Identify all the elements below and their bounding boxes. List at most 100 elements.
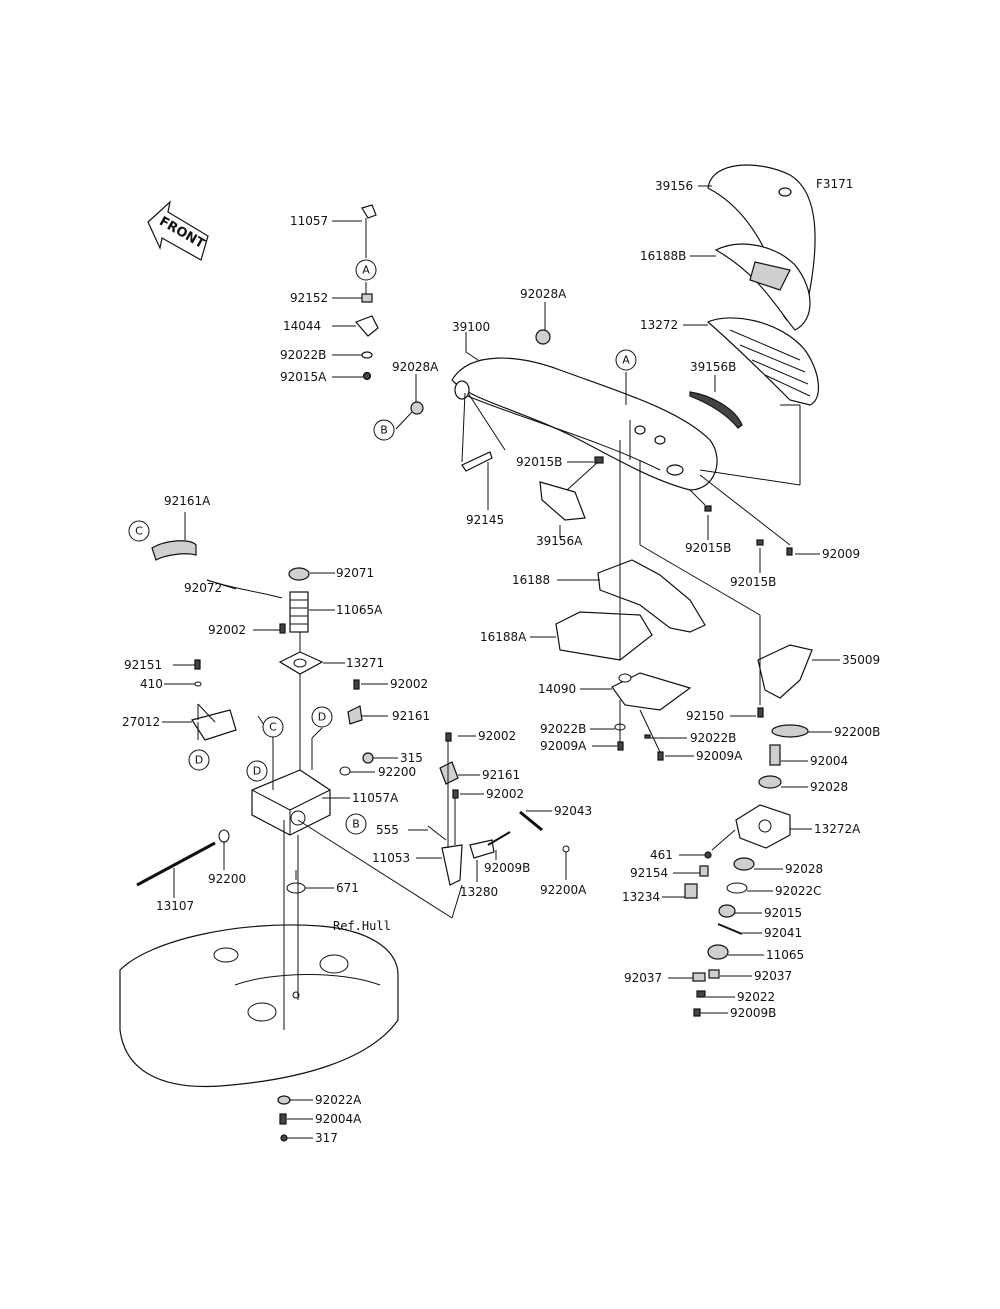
part-label: 39156B — [690, 360, 736, 374]
part-label: 11057 — [290, 214, 328, 228]
part-label: 92002 — [208, 623, 246, 637]
grommet-11065 — [707, 944, 729, 960]
latch-14044 — [354, 315, 379, 337]
clip-92015b-1 — [594, 456, 604, 464]
part-label: 92200 — [378, 765, 416, 779]
hull-port-1 — [319, 954, 349, 974]
part-label: 461 — [650, 848, 673, 862]
deck-39100-edge — [464, 394, 661, 471]
bolt-92009 — [786, 547, 793, 556]
bracket-27012 — [191, 709, 237, 741]
svg-text:D: D — [195, 754, 203, 767]
part-label: 410 — [140, 677, 163, 691]
clip-92161-left — [347, 705, 363, 725]
ref-hull-label: Ref.Hull — [333, 919, 391, 933]
pin-92145 — [461, 451, 493, 472]
pad-16188b-insert — [749, 261, 791, 291]
part-label: 92161 — [392, 709, 430, 723]
part-label: 92015B — [730, 575, 776, 589]
callout-c-left: C — [128, 520, 150, 542]
part-label: 13272 — [640, 318, 678, 332]
washer-92022a — [277, 1095, 291, 1105]
callout-d-box-side: D — [246, 760, 268, 782]
bolt-13107 — [136, 841, 216, 887]
grommet-92028a-left — [410, 401, 424, 415]
hull-port-2 — [247, 1002, 277, 1022]
svg-text:A: A — [622, 354, 630, 367]
clamp-92037-right — [708, 969, 720, 979]
part-label: 92022A — [315, 1093, 362, 1107]
washer-92022b-small — [644, 734, 651, 739]
wire-555 — [427, 825, 447, 841]
part-label: 92145 — [466, 513, 504, 527]
part-label: 92071 — [336, 566, 374, 580]
part-label: 11057A — [352, 791, 399, 805]
part-label: 92150 — [686, 709, 724, 723]
bracket-11053 — [441, 844, 463, 886]
front-arrow-icon: FRONT — [147, 200, 209, 261]
part-label: 92022B — [280, 348, 326, 362]
oring-671 — [286, 882, 306, 894]
part-label: 92004 — [810, 754, 848, 768]
clip-92015b-2 — [704, 505, 712, 512]
part-label: 92009A — [696, 749, 743, 763]
part-label: 27012 — [122, 715, 160, 729]
part-label: 92028 — [810, 780, 848, 794]
rod-92043 — [519, 810, 543, 832]
oring-461 — [704, 851, 712, 859]
callout-b-box: B — [345, 813, 367, 835]
washer-92022-bottom — [696, 990, 706, 998]
deck-39100-hole-2 — [654, 435, 666, 445]
part-label: 39100 — [452, 320, 490, 334]
part-label: 92002 — [390, 677, 428, 691]
part-label: 92200 — [208, 872, 246, 886]
part-label: 35009 — [842, 653, 880, 667]
svg-text:C: C — [135, 525, 143, 538]
washer-92022c — [726, 882, 748, 894]
cushion-92161a — [151, 540, 197, 561]
callout-b-deck: B — [373, 419, 395, 441]
part-label: 92041 — [764, 926, 802, 940]
part-label: 315 — [400, 751, 423, 765]
part-label: 92151 — [124, 658, 162, 672]
part-label: 92002 — [478, 729, 516, 743]
callout-a-top: A — [355, 259, 377, 281]
bolt-92041 — [717, 923, 743, 935]
panel-16188a — [555, 611, 653, 661]
leader-lines — [162, 185, 840, 1139]
part-label: 92072 — [184, 581, 222, 595]
svg-text:A: A — [362, 264, 370, 277]
clip-92161-right — [439, 761, 459, 785]
assembly-lines — [197, 240, 801, 1030]
svg-text:B: B — [380, 424, 388, 437]
part-label: 13280 — [460, 885, 498, 899]
bolt-92151 — [194, 659, 201, 670]
figure-code: F3171 — [816, 177, 853, 191]
hull-deck-edge — [234, 974, 381, 986]
washer-92200-a — [339, 766, 351, 776]
part-label: 317 — [315, 1131, 338, 1145]
part-label: 92009 — [822, 547, 860, 561]
bolt-92009b-center — [487, 831, 511, 846]
part-label: 39156A — [536, 534, 583, 548]
part-label: 16188 — [512, 573, 550, 587]
bolt-92004 — [769, 744, 781, 766]
grommet-92071 — [288, 567, 310, 581]
callout-c-box: C — [262, 716, 284, 738]
svg-text:B: B — [352, 818, 360, 831]
callout-d-bracket: D — [188, 749, 210, 771]
washer-92200a — [562, 845, 570, 853]
cover-14090 — [611, 672, 692, 711]
svg-text:C: C — [269, 721, 277, 734]
part-label: 92004A — [315, 1112, 362, 1126]
part-label: 92015B — [516, 455, 562, 469]
bolt-92004a — [279, 1113, 287, 1125]
part-label: 92015B — [685, 541, 731, 555]
nut-92015 — [718, 904, 736, 918]
part-label: 92022B — [540, 722, 586, 736]
part-label: 92022B — [690, 731, 736, 745]
bolt-92009a-2 — [657, 751, 664, 761]
strip-39156b — [689, 391, 743, 429]
pad-16188b — [714, 243, 811, 331]
